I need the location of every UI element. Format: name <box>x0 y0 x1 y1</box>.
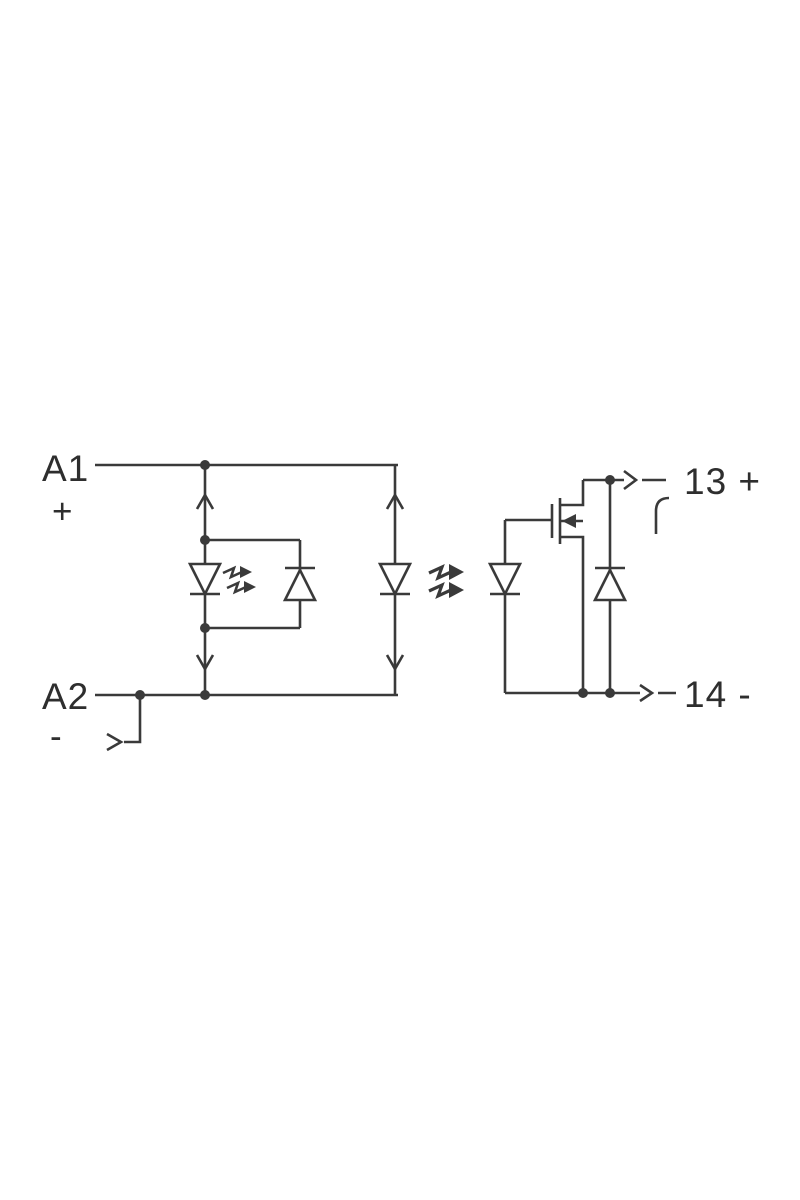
label-polarity-plus: + <box>52 492 72 531</box>
photodiode-triangle <box>487 562 523 597</box>
junction-dot <box>605 475 615 485</box>
plug-contact-icon <box>623 469 639 491</box>
junction-dot <box>200 460 210 470</box>
mosfet-body-arrow <box>562 514 576 528</box>
junction-dot <box>200 690 210 700</box>
plug-contact-icon <box>639 683 655 703</box>
junction-dot <box>200 623 210 633</box>
label-polarity-minus: - <box>50 717 62 756</box>
emission-arrow-shaft <box>222 565 243 580</box>
junction-dot <box>605 688 615 698</box>
label-terminal-13: 13 + <box>684 461 761 502</box>
mosfet-symbol <box>550 480 585 693</box>
plug-contact-icon <box>195 492 215 510</box>
junction-dot <box>200 535 210 545</box>
plug-contact-icon <box>195 654 215 672</box>
light-emission-arrows-icon <box>222 565 256 595</box>
plug-hook-icon <box>654 496 670 534</box>
label-terminal-14: 14 - <box>684 674 752 715</box>
optical-coupling-arrows-icon <box>428 563 464 600</box>
mosfet-drain-lead <box>560 480 585 507</box>
coupling-arrow-head <box>449 564 464 580</box>
plug-contact-icon <box>385 492 405 510</box>
coupling-arrow-shaft <box>428 563 452 582</box>
plug-contact-icon <box>385 654 405 672</box>
input-section: A1 + A2 - <box>42 448 413 756</box>
reverse-protection-diode-symbol <box>282 566 318 602</box>
label-terminal-a2: A2 <box>42 676 89 717</box>
led-triangle <box>377 562 413 597</box>
diode-triangle <box>592 567 628 602</box>
diode-triangle <box>282 567 318 602</box>
label-terminal-a1: A1 <box>42 448 89 489</box>
indicator-led-symbol <box>187 562 256 597</box>
emission-arrow-head <box>244 581 256 593</box>
led-triangle <box>187 562 223 597</box>
emission-arrow-head <box>240 566 252 578</box>
mosfet-source-lead <box>560 535 585 693</box>
output-section: 13 + 14 - <box>487 461 761 715</box>
freewheeling-diode-symbol <box>592 566 628 602</box>
wire-a2-terminal-stub <box>124 695 142 744</box>
junction-dot <box>578 688 588 698</box>
coupling-arrow-head <box>449 582 464 598</box>
junction-dot <box>135 690 145 700</box>
emission-arrow-shaft <box>226 580 247 595</box>
optocoupler-emitter-led-symbol <box>377 562 413 597</box>
plug-contact-icon <box>106 732 124 752</box>
photodiode-symbol <box>487 562 523 597</box>
coupling-arrow-shaft <box>428 581 452 600</box>
